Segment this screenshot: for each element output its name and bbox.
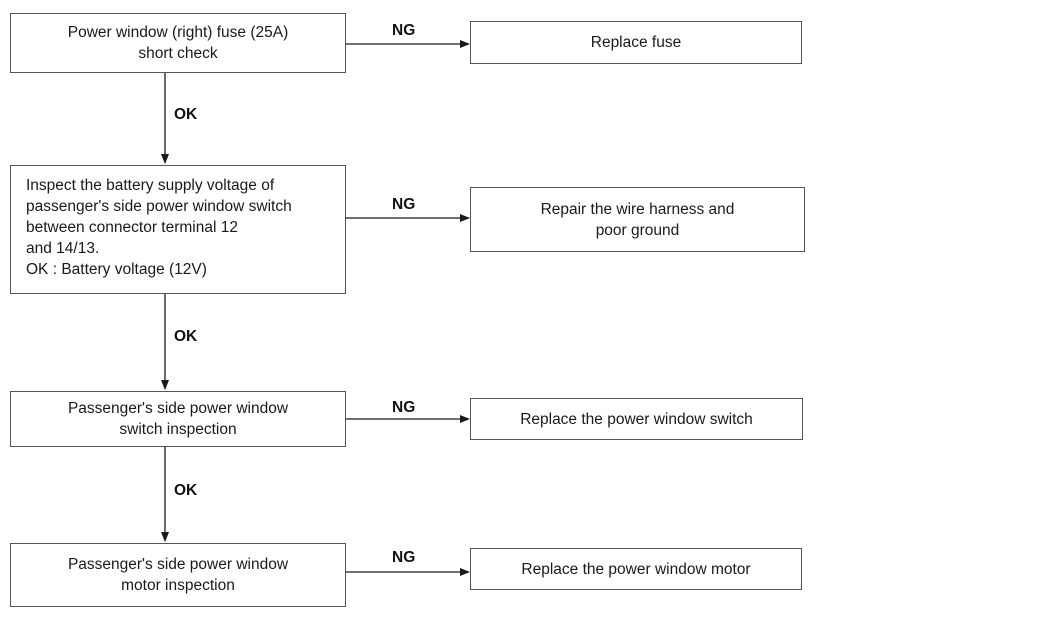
remedy-box-replace-motor: Replace the power window motor — [470, 548, 802, 590]
ok-label-3: OK — [174, 482, 198, 499]
ng-label-3: NG — [392, 399, 416, 416]
remedy-text-replace-motor: Replace the power window motor — [521, 560, 751, 578]
ng-label-4: NG — [392, 549, 416, 566]
remedy-text-replace-switch: Replace the power window switch — [520, 410, 753, 428]
remedy-box-replace-fuse: Replace fuse — [470, 21, 802, 64]
ok-label-2: OK — [174, 328, 198, 345]
check-box-fuse-short: Power window (right) fuse (25A) short ch… — [10, 13, 346, 73]
remedy-box-repair-harness: Repair the wire harness and poor ground — [470, 187, 805, 252]
ng-label-1: NG — [392, 22, 416, 39]
check-text-motor-inspection: Passenger's side power window motor insp… — [67, 556, 289, 594]
remedy-text-repair-harness: Repair the wire harness and poor ground — [540, 200, 735, 239]
check-box-battery-supply: Inspect the battery supply voltage of pa… — [10, 165, 346, 294]
remedy-text-replace-fuse: Replace fuse — [590, 34, 682, 51]
ok-label-1: OK — [174, 106, 198, 123]
check-text-switch-inspection: Passenger's side power window switch ins… — [67, 400, 289, 438]
check-text-battery-supply: Inspect the battery supply voltage of pa… — [26, 177, 292, 278]
check-box-switch-inspection: Passenger's side power window switch ins… — [10, 391, 346, 447]
check-text-fuse-short: Power window (right) fuse (25A) short ch… — [67, 24, 289, 62]
ng-label-2: NG — [392, 196, 416, 213]
remedy-box-replace-switch: Replace the power window switch — [470, 398, 803, 440]
check-box-motor-inspection: Passenger's side power window motor insp… — [10, 543, 346, 607]
